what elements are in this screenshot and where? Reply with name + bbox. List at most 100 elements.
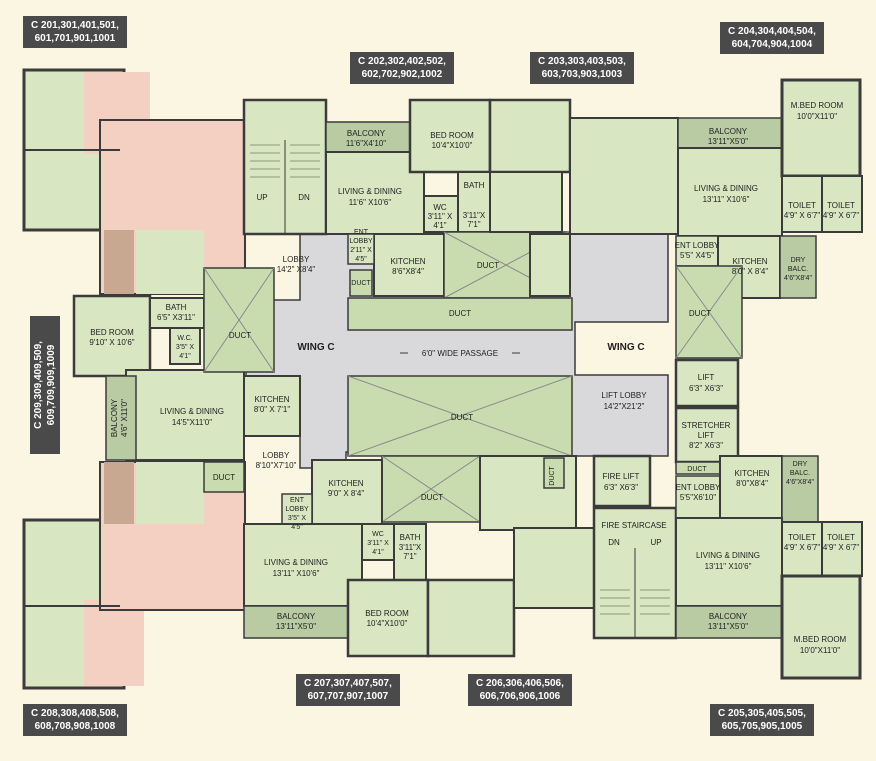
stretcher-dim: 8'2" X6'3": [689, 441, 723, 450]
u205-kitchen-dim: 8'0"X8'4": [736, 479, 768, 488]
unit-c208: [22, 461, 246, 690]
u205-living-dim: 13'11" X10'6": [705, 562, 752, 571]
unit-c209: [72, 267, 301, 461]
fire-stair-dn: DN: [608, 538, 620, 547]
u204-entlobby-dim: 5'5" X4'5": [680, 251, 714, 260]
u202-bath-label: BATH: [464, 181, 485, 190]
fire-stair-label: FIRE STAIRCASE: [601, 521, 666, 530]
unit-c209-balcony: [105, 375, 137, 461]
unit-c205-dry: [781, 455, 819, 523]
u202-balcony-label: BALCONY: [347, 129, 386, 138]
u204-dry-dim: 4'6"X8'4": [784, 275, 812, 282]
lobby-top-label: LOBBY: [283, 255, 310, 264]
u207-balcony-label: BALCONY: [277, 612, 316, 621]
u202-wc-dim1: 3'11" X: [428, 212, 453, 221]
u202-bed-label: BED ROOM: [430, 131, 474, 140]
wing-label-right: WING C: [607, 342, 644, 353]
u204-living-dim: 13'11" X10'6": [703, 195, 750, 204]
stretcher-label: STRETCHER: [682, 421, 731, 430]
u204-toilet2-dim: 4'9" X 6'7": [823, 211, 859, 220]
unit-c202-balcony: [325, 121, 411, 153]
u209-wc-label: W.C.: [177, 335, 192, 342]
tag-c205-line1: C 205,305,405,505,: [718, 708, 806, 719]
tag-c204-line2: 604,704,904,1004: [731, 39, 813, 50]
unit-c204-toilet1: [781, 175, 823, 233]
u204-mbed-label: M.BED ROOM: [791, 101, 844, 110]
unit-c202: [325, 98, 492, 297]
u209-balcony-label: BALCONY: [110, 398, 119, 437]
unit-c202-kitchen: [373, 233, 445, 297]
u204-toilet1-label: TOILET: [788, 201, 816, 210]
unit-c205-living: [675, 517, 783, 607]
u207-entlobby-dim2: 4'5": [291, 524, 303, 531]
u205-toilet1-label: TOILET: [788, 533, 816, 542]
tag-c205-line2: 605,705,905,1005: [721, 721, 803, 732]
unit-c201-kitchen: [136, 230, 204, 294]
u204-living-label: LIVING & DINING: [694, 184, 758, 193]
u205-balcony-label: BALCONY: [709, 612, 748, 621]
duct-bottom-small-label: DUCT: [421, 493, 443, 502]
unit-c202-entlobby: [347, 233, 375, 265]
tag-c207-line1: C 207,307,407,507,: [304, 678, 392, 689]
lobby-left-label: LOBBY: [263, 451, 290, 460]
u202-bath-dim2: 7'1": [467, 220, 480, 229]
unit-c207-bedroom: [346, 578, 430, 658]
unit-c201: [22, 68, 246, 295]
unit-c201-balcony: [104, 230, 134, 294]
fire-core: [592, 454, 678, 640]
u205-mbed-dim: 10'0"X11'0": [800, 646, 840, 655]
lobby-left-dim: 8'10"X7'10": [256, 461, 297, 470]
u202-wc-label: WC: [433, 203, 447, 212]
unit-c207: [203, 459, 430, 658]
u202-entlobby-dim1: 2'11" X: [350, 247, 372, 254]
tag-c208-line2: 608,708,908,1008: [34, 721, 116, 732]
duct-bottom-center: [347, 375, 573, 523]
tag-c204-line1: C 204,304,404,504,: [728, 26, 816, 37]
u207-kitchen-label: KITCHEN: [328, 479, 363, 488]
unit-c209-wc: [169, 327, 201, 365]
u204-balcony-label: BALCONY: [709, 127, 748, 136]
u205-dry-label: DRY: [793, 461, 808, 468]
passage-label: 6'0" WIDE PASSAGE: [422, 349, 498, 358]
stair-up-label: UP: [256, 193, 267, 202]
u205-balcony-dim: 13'11"X5'0": [708, 622, 748, 631]
tag-c202: C 202,302,402,502, 602,702,902,1002: [350, 52, 454, 84]
unit-c208-bath: [84, 600, 144, 686]
u202-bath-dim1: 3'11"X: [463, 211, 486, 220]
stretcher-label2: LIFT: [698, 431, 715, 440]
duct-lift-label: DUCT: [687, 466, 707, 473]
u207-entlobby-label: ENT: [290, 497, 305, 504]
duct-right-label: DUCT: [689, 309, 711, 318]
unit-c209-kitchen: [243, 375, 301, 437]
unit-c204: [675, 78, 863, 359]
u202-living-label: LIVING & DINING: [338, 187, 402, 196]
tag-c207: C 207,307,407,507, 607,707,907,1007: [296, 674, 400, 706]
tag-c202-line2: 602,702,902,1002: [361, 69, 443, 80]
tag-c203-line2: 603,703,903,1003: [541, 69, 623, 80]
lift-lobby-label: LIFT LOBBY: [601, 391, 647, 400]
unit-c208-balcony: [104, 462, 134, 524]
u205-mbed-label: M.BED ROOM: [794, 635, 847, 644]
unit-c204-toilet2: [821, 175, 863, 233]
u209-bath-dim: 6'5" X3'11": [157, 313, 195, 322]
tag-c201-line2: 601,701,901,1001: [34, 33, 116, 44]
u207-wc-label: WC: [372, 531, 384, 538]
unit-c204-mbed: [780, 78, 862, 178]
u205-toilet2-label: TOILET: [827, 533, 855, 542]
u205-toilet1-dim: 4'9" X 6'7": [784, 543, 820, 552]
fire-lift: [592, 454, 652, 508]
unit-c202-bedroom: [408, 98, 492, 174]
u205-living-label: LIVING & DINING: [696, 551, 760, 560]
u202-kitchen-label: KITCHEN: [390, 257, 425, 266]
tag-c204: C 204,304,404,504, 604,704,904,1004: [720, 22, 824, 54]
u202-living-dim: 11'6" X10'6": [349, 198, 392, 207]
u202-entlobby-dim2: 4'5": [355, 256, 367, 263]
tag-c206: C 206,306,406,506, 606,706,906,1006: [468, 674, 572, 706]
u204-entlobby-label: ENT LOBBY: [675, 241, 720, 250]
lift-label: LIFT: [698, 373, 715, 382]
lift-block: [674, 358, 740, 475]
u202-wc-dim2: 4'1": [433, 221, 446, 230]
unit-c205: [675, 455, 863, 680]
u209-kitchen-dim: 8'0" X 7'1": [254, 405, 290, 414]
tag-c209-line1: C 209,309,409,509,: [33, 341, 44, 429]
